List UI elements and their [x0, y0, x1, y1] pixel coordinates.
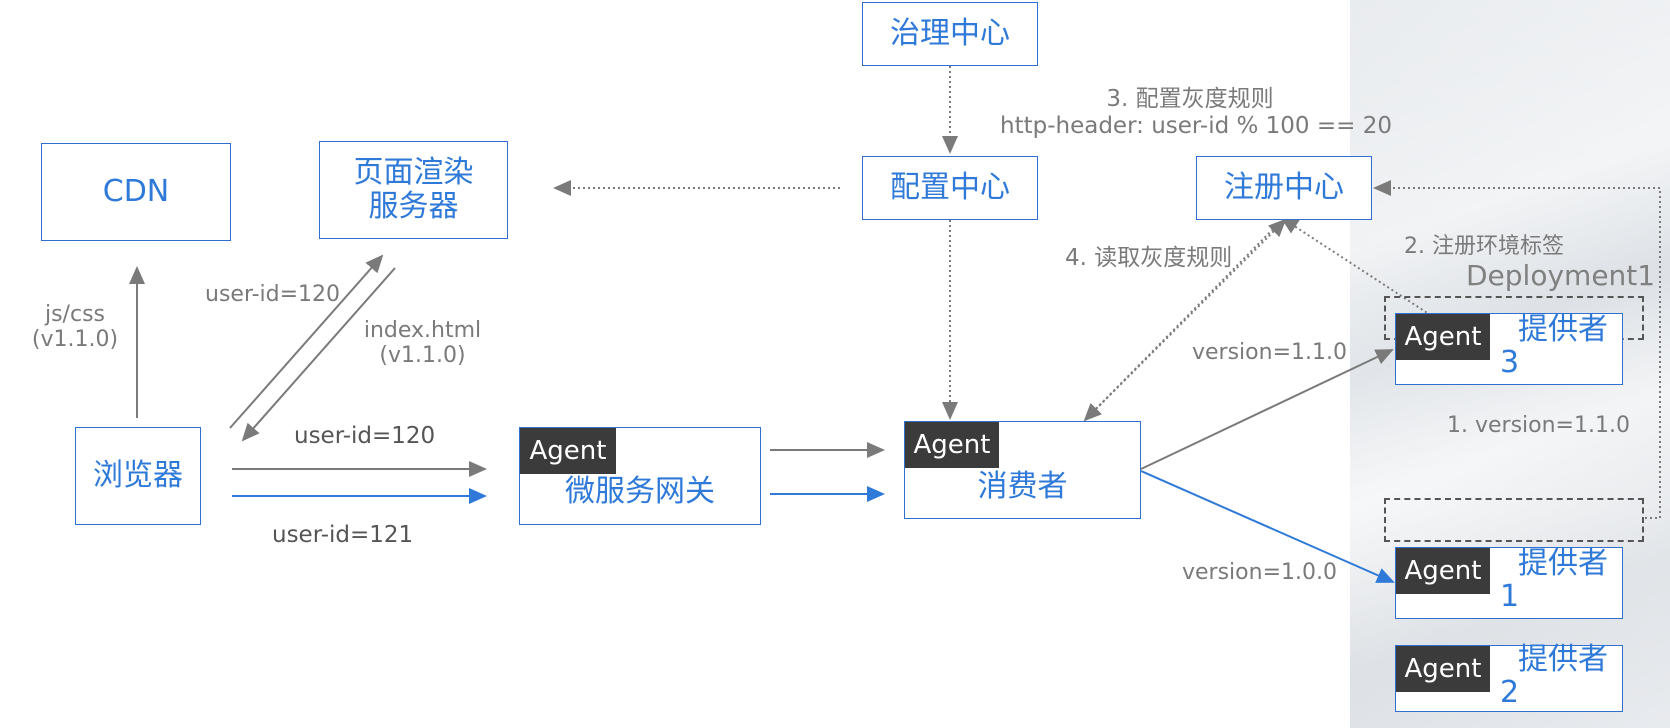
provider1-agent-text: Agent: [1404, 556, 1482, 586]
arrow-provider3-to-registry: [1280, 216, 1436, 319]
provider3-label-line2: 3: [1500, 345, 1520, 380]
provider2-label-line2: 2: [1500, 675, 1520, 710]
browser-label: 浏览器: [93, 457, 183, 493]
provider1-label-line2: 1: [1500, 579, 1520, 614]
jscss-label: js/css (v1.1.0): [30, 302, 120, 352]
gateway-agent-text: Agent: [529, 436, 607, 466]
provider1-label: 提供者 1: [1500, 547, 1608, 613]
consumer-agent-badge: Agent: [905, 422, 999, 468]
rule-expression: http-header: user-id % 100 == 20: [1000, 113, 1392, 139]
arrow-deployment-loop: [1373, 180, 1661, 519]
cdn-label: CDN: [102, 173, 170, 209]
registry-center[interactable]: 注册中心: [1196, 156, 1372, 220]
register-tag-label: 2. 注册环境标签: [1404, 234, 1564, 259]
deployment-label: Deployment1: [1466, 259, 1656, 292]
provider3-label: 提供者 3: [1500, 313, 1608, 379]
render-server-label-line1: 页面渲染: [353, 154, 474, 190]
gateway-uid121-label: user-id=121: [272, 522, 414, 548]
index-html-line1: index.html: [363, 318, 482, 343]
consumer-agent-text: Agent: [913, 430, 991, 460]
provider2-label-line1: 提供者: [1518, 642, 1608, 677]
provider3-agent-text: Agent: [1404, 322, 1482, 352]
governance-center[interactable]: 治理中心: [862, 2, 1038, 66]
provider3-label-line1: 提供者: [1518, 312, 1608, 347]
arrow-consumer-to-provider1: [1140, 470, 1395, 583]
version-tag-label: 1. version=1.1.0: [1447, 413, 1630, 438]
arrow-browser-to-render: [229, 254, 384, 429]
consumer-box[interactable]: 消费者: [904, 421, 1141, 519]
browser-box[interactable]: 浏览器: [75, 427, 201, 525]
gateway-uid120-label: user-id=120: [294, 423, 436, 449]
provider3-agent-badge: Agent: [1396, 314, 1490, 360]
configure-rule-label: 3. 配置灰度规则 http-header: user-id % 100 == …: [1000, 79, 1392, 139]
governance-center-label: 治理中心: [890, 15, 1010, 51]
jscss-line2: (v1.1.0): [31, 327, 119, 352]
read-rule-label: 4. 读取灰度规则: [1065, 245, 1233, 271]
deployment-group-v100: [1384, 498, 1644, 542]
provider1-label-line1: 提供者: [1518, 546, 1608, 581]
arrow-consumer-to-provider3: [1140, 349, 1394, 470]
provider2-agent-badge: Agent: [1396, 646, 1490, 692]
gateway-label: 微服务网关: [565, 473, 715, 509]
arrow-registry-start: [1084, 218, 1287, 421]
render-uid-label: user-id=120: [205, 282, 341, 307]
version-100-label: version=1.0.0: [1182, 560, 1337, 585]
render-server-label-line2: 服务器: [368, 189, 459, 224]
provider1-agent-badge: Agent: [1396, 548, 1490, 594]
provider2-agent-text: Agent: [1404, 654, 1482, 684]
render-server-box[interactable]: 页面渲染 服务器: [319, 141, 508, 239]
configure-rule-title: 3. 配置灰度规则: [1106, 86, 1274, 112]
jscss-line1: js/css: [44, 302, 105, 327]
version-110-label: version=1.1.0: [1192, 340, 1347, 365]
consumer-label: 消费者: [977, 468, 1068, 504]
index-html-line2: (v1.1.0): [379, 343, 466, 368]
config-center-label: 配置中心: [890, 169, 1010, 205]
arrow-render-to-browser: [241, 267, 396, 442]
index-html-label: index.html (v1.1.0): [360, 318, 485, 368]
provider2-label: 提供者 2: [1500, 643, 1608, 709]
cdn-box[interactable]: CDN: [41, 143, 231, 241]
gateway-agent-badge: Agent: [520, 428, 616, 474]
config-center[interactable]: 配置中心: [862, 156, 1038, 220]
registry-center-label: 注册中心: [1224, 169, 1344, 205]
